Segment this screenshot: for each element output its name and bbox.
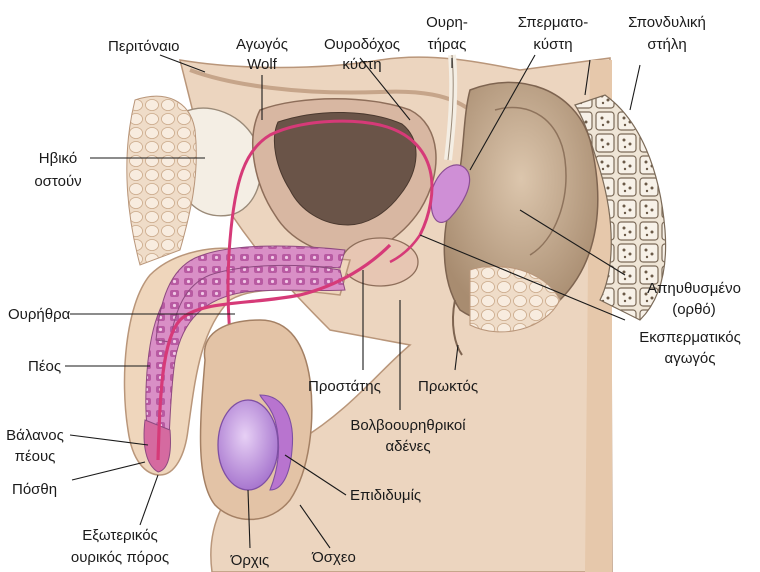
label-wolff-duct-2: Wolf bbox=[247, 56, 278, 73]
testis-body bbox=[218, 400, 278, 490]
label-bladder: Ουροδόχος bbox=[324, 36, 400, 53]
label-peritoneum: Περιτόναιο bbox=[108, 38, 180, 55]
label-ureter-2: τήρας bbox=[428, 36, 467, 53]
prostate-gland bbox=[342, 238, 418, 286]
label-foreskin: Πόσθη bbox=[12, 481, 57, 498]
label-seminal-vesicle: Σπερματο- bbox=[518, 14, 589, 31]
pubic-bone bbox=[127, 96, 261, 265]
label-pubic-bone: Ηβικό bbox=[39, 150, 77, 167]
label-ureter: Ουρη- bbox=[426, 14, 468, 31]
label-meatus: Εξωτερικός bbox=[82, 527, 158, 544]
label-urethra: Ουρήθρα bbox=[8, 306, 71, 323]
label-testis: Όρχις bbox=[230, 552, 270, 569]
fat-pad-front bbox=[127, 96, 197, 265]
label-bladder-2: κύστη bbox=[342, 56, 381, 73]
label-spine: Σπονδυλική bbox=[628, 14, 706, 31]
label-bulbourethral: Βολβοουρηθρικοί bbox=[350, 417, 466, 434]
label-ejaculatory-duct: Εκσπερματικός bbox=[639, 329, 741, 346]
label-bulbourethral-2: αδένες bbox=[385, 438, 430, 455]
label-anus: Πρωκτός bbox=[418, 378, 478, 395]
label-scrotum: Όσχεο bbox=[311, 549, 356, 566]
label-glans: Βάλανος bbox=[6, 427, 64, 444]
label-rectum: Απηυθυσμένο bbox=[647, 280, 741, 297]
label-prostate: Προστάτης bbox=[308, 378, 381, 395]
label-wolff-duct: Αγωγός bbox=[236, 36, 288, 53]
label-ejaculatory-duct-2: αγωγός bbox=[665, 350, 716, 367]
label-spine-2: στήλη bbox=[647, 36, 686, 53]
label-glans-2: πέους bbox=[15, 448, 56, 465]
label-penis: Πέος bbox=[28, 358, 61, 375]
scrotum bbox=[201, 320, 312, 519]
label-pubic-bone-2: οστούν bbox=[34, 173, 81, 190]
label-seminal-vesicle-2: κύστη bbox=[533, 36, 572, 53]
label-rectum-2: (ορθό) bbox=[672, 301, 716, 318]
label-meatus-2: ουρικός πόρος bbox=[71, 549, 169, 566]
label-epididymis: Επιδιδυμίς bbox=[350, 487, 421, 504]
